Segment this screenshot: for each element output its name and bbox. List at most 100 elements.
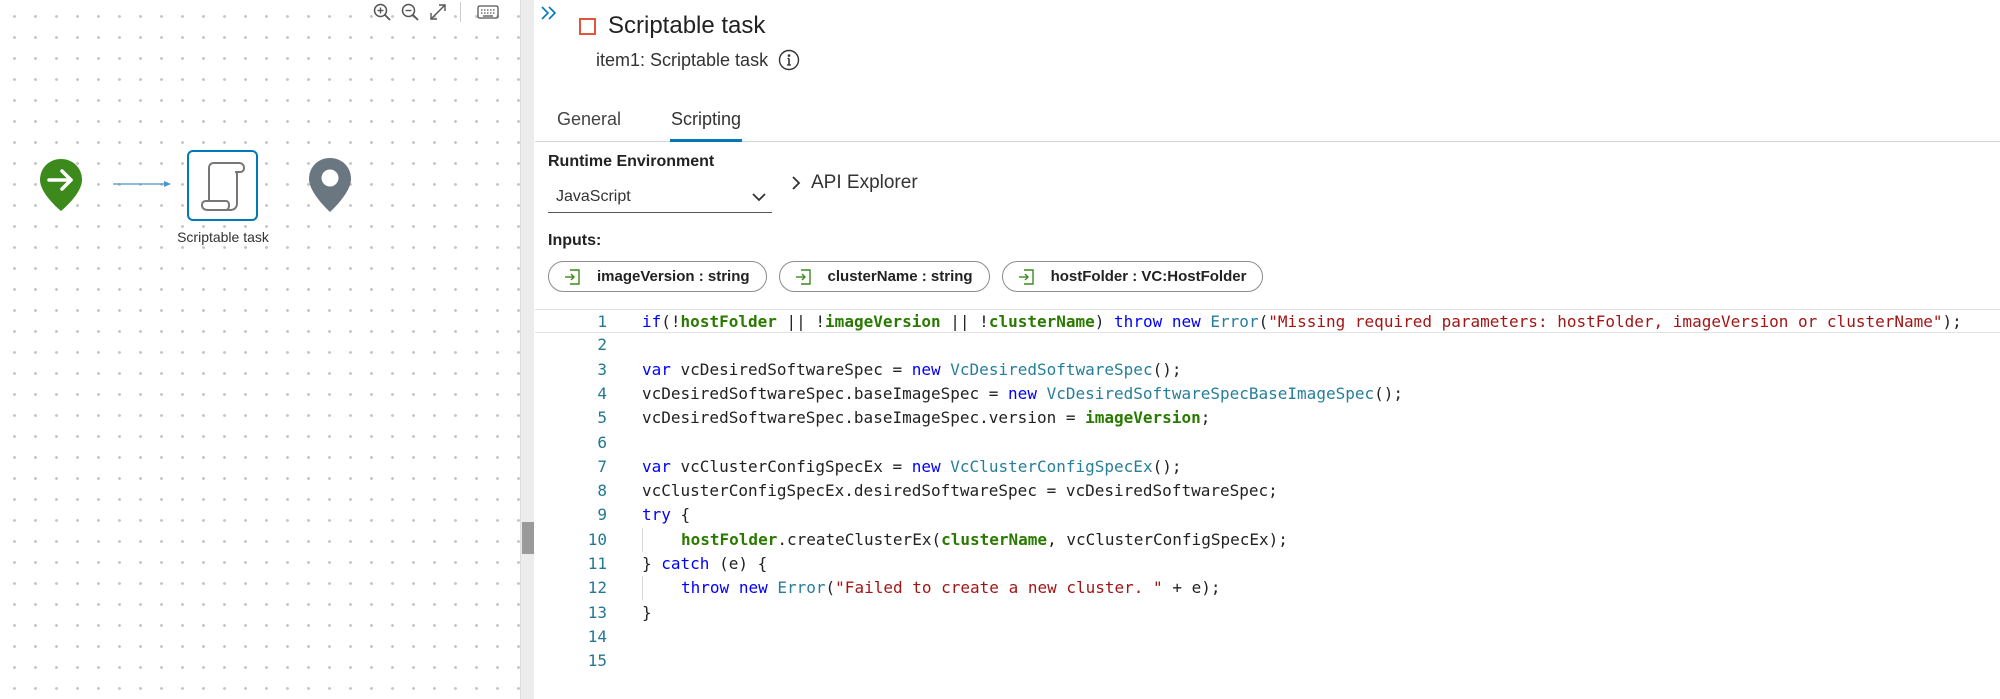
- zoom-in-icon[interactable]: [372, 2, 392, 22]
- line-number: 5: [597, 408, 607, 428]
- code-token: vcDesiredSoftwareSpec.baseImageSpec =: [642, 383, 1009, 403]
- code-token: vcClusterConfigSpecEx.desiredSoftwareSpe…: [642, 481, 1278, 501]
- code-line[interactable]: 14: [535, 625, 2000, 649]
- code-token: vcDesiredSoftwareSpec.baseImageSpec.vers…: [642, 408, 1086, 428]
- code-text: vcDesiredSoftwareSpec.baseImageSpec = ne…: [642, 382, 1403, 406]
- code-token: throw: [681, 578, 730, 598]
- code-token: ;: [1200, 408, 1211, 428]
- splitter-grip[interactable]: [522, 522, 534, 554]
- canvas-toolbar: [372, 2, 499, 22]
- code-text: try {: [642, 503, 690, 527]
- input-chip-imageversion[interactable]: imageVersion : string: [548, 261, 767, 292]
- code-token: imageVersion: [1085, 408, 1201, 428]
- panel-header: Scriptable task: [579, 12, 765, 40]
- tab-scripting[interactable]: Scripting: [670, 109, 743, 142]
- input-arrow-icon: [795, 268, 811, 285]
- start-node[interactable]: [38, 157, 84, 213]
- code-token: new: [911, 359, 941, 379]
- code-token: );: [1942, 312, 1962, 331]
- line-number: 2: [597, 335, 607, 355]
- line-number: 10: [587, 529, 607, 549]
- code-token: (: [1258, 312, 1269, 331]
- code-line[interactable]: 11} catch (e) {: [535, 552, 2000, 576]
- line-number: 12: [587, 578, 607, 598]
- code-token: var: [642, 456, 671, 476]
- code-text: var vcDesiredSoftwareSpec = new VcDesire…: [642, 358, 1181, 382]
- code-token: + e);: [1162, 578, 1221, 598]
- code-text: } catch (e) {: [642, 552, 767, 576]
- map-pin-icon: [309, 158, 351, 212]
- task-type-icon: [579, 17, 596, 35]
- code-line[interactable]: 8 vcClusterConfigSpecEx.desiredSoftwareSp…: [535, 479, 2000, 503]
- code-token: }: [642, 602, 652, 622]
- panel-splitter[interactable]: [520, 0, 534, 699]
- code-line[interactable]: 6: [535, 431, 2000, 455]
- zoom-out-icon[interactable]: [400, 2, 420, 22]
- code-token: hostFolder: [681, 529, 778, 549]
- input-arrow-icon: [1018, 268, 1034, 285]
- inputs-label: Inputs:: [548, 232, 602, 249]
- code-token: var: [642, 359, 671, 379]
- line-number: 4: [597, 383, 607, 403]
- code-token: (: [825, 578, 836, 598]
- code-line[interactable]: 15: [535, 649, 2000, 673]
- code-token: (: [661, 312, 671, 331]
- input-chip-hostfolder[interactable]: hostFolder : VC:HostFolder: [1001, 261, 1264, 292]
- toolbar-divider: [460, 2, 461, 22]
- code-token: "Failed to create a new cluster. ": [835, 578, 1163, 598]
- code-line[interactable]: 4 vcDesiredSoftwareSpec.baseImageSpec = n…: [535, 382, 2000, 406]
- code-line[interactable]: 13}: [535, 601, 2000, 625]
- code-token: new: [911, 456, 941, 476]
- code-token: (e) {: [709, 554, 768, 573]
- line-number: 1: [597, 312, 607, 331]
- code-token: throw: [1114, 312, 1163, 331]
- code-token: vcDesiredSoftwareSpec =: [670, 359, 912, 379]
- flow-connector[interactable]: [113, 181, 171, 187]
- input-chip-clustername[interactable]: clusterName : string: [778, 261, 990, 292]
- code-token: [1201, 312, 1211, 331]
- runtime-selected-value: JavaScript: [556, 187, 631, 205]
- code-line[interactable]: 2: [535, 333, 2000, 357]
- tab-general[interactable]: General: [557, 109, 622, 129]
- task-node-label: Scriptable task: [177, 229, 269, 245]
- scriptable-task-node[interactable]: [187, 150, 258, 221]
- code-token: clusterName: [941, 529, 1048, 549]
- expand-icon[interactable]: [428, 2, 448, 22]
- input-arrow-icon: [565, 268, 580, 285]
- chevron-down-icon: [752, 193, 766, 202]
- code-text: vcDesiredSoftwareSpec.baseImageSpec.vers…: [642, 406, 1210, 430]
- code-token: "Missing required parameters: hostFolder…: [1268, 312, 1943, 331]
- code-token: Error: [1210, 312, 1259, 331]
- runtime-environment-label: Runtime Environment: [548, 153, 715, 170]
- code-token: [1162, 312, 1172, 331]
- code-text: var vcClusterConfigSpecEx = new VcCluste…: [642, 455, 1181, 479]
- workflow-canvas[interactable]: Scriptable task: [0, 0, 520, 699]
- end-node[interactable]: [307, 156, 353, 214]
- code-line[interactable]: 5 vcDesiredSoftwareSpec.baseImageSpec.ver…: [535, 406, 2000, 430]
- code-token: if: [642, 312, 662, 331]
- keyboard-icon[interactable]: [477, 2, 499, 22]
- code-token: VcClusterConfigSpecEx: [950, 456, 1153, 476]
- line-number: 14: [587, 626, 607, 646]
- code-token: ();: [1152, 456, 1182, 476]
- line-number: 15: [587, 651, 607, 671]
- code-text: }: [642, 601, 652, 625]
- code-token: }: [642, 554, 662, 573]
- runtime-environment-select[interactable]: JavaScript: [548, 181, 772, 213]
- code-token: new: [1171, 312, 1201, 331]
- code-token: || !: [776, 312, 826, 331]
- info-icon[interactable]: [778, 49, 800, 71]
- api-explorer-toggle[interactable]: API Explorer: [791, 172, 918, 194]
- tab-bar: General Scripting: [535, 105, 2000, 142]
- code-token: catch: [661, 554, 710, 573]
- line-number: 8: [597, 481, 607, 501]
- start-arrow-icon: [40, 159, 82, 211]
- double-chevron-right-icon[interactable]: [538, 2, 560, 24]
